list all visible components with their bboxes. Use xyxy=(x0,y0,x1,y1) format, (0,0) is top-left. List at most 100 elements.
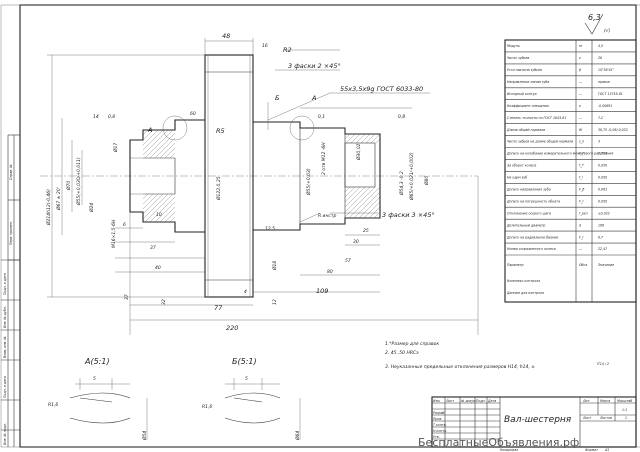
watermark-text: БесплатныеОбъявления.рф xyxy=(418,436,579,449)
side-label-6: Подп. и дата xyxy=(3,376,7,398)
gear-row-value: ГОСТ 13755-81 xyxy=(598,92,623,96)
gear-row-symbol: F_r xyxy=(579,199,584,203)
gear-row-value: 4,5 xyxy=(598,44,603,48)
dim-r5: R5 xyxy=(216,127,225,135)
stamp-lit: Лит. xyxy=(582,399,590,403)
gear-row-symbol: f_i'' xyxy=(579,164,584,168)
stamp-sheets-value: 1 xyxy=(625,416,627,420)
stamp-row-label: Т.контр. xyxy=(433,423,447,427)
stamp-row-label: Дата xyxy=(487,399,496,403)
stamp-format: Формат xyxy=(585,448,598,452)
gear-row-symbol: F_β xyxy=(579,188,584,192)
dim-18: Ø18 xyxy=(271,261,278,271)
dim-60: 60 xyxy=(190,111,196,117)
stamp-row-label: Лист xyxy=(445,399,454,403)
dim-80-len: 80 xyxy=(327,269,333,275)
note-2: 2. 45..50 HRCэ xyxy=(385,350,419,356)
gear-row-symbol: x xyxy=(578,104,581,108)
side-label-1: Справ. № xyxy=(9,164,13,180)
dim-10: 10 xyxy=(156,212,162,218)
gear-row-value: 0,063 xyxy=(598,188,607,192)
gear-row-value: 22,47 xyxy=(598,247,607,251)
dim-109: 109 xyxy=(316,287,328,295)
view-a-dia: Ø54 xyxy=(141,431,148,441)
dim-67: Ø67 ± 20' xyxy=(55,187,62,211)
gear-table-section: Комплекс контроля xyxy=(507,279,540,283)
gear-row-symbol: — xyxy=(579,80,583,84)
gear-row-label: Допуск на погрешность обката xyxy=(506,199,560,203)
side-label-3: Подп. и дата xyxy=(3,273,7,295)
gear-row-symbol: z_n xyxy=(578,140,584,144)
gear-row-symbol: β xyxy=(579,68,581,72)
gear-table-header: Параметр xyxy=(507,263,524,267)
gear-row-label: Коэффициент смещения xyxy=(507,104,549,108)
gear-row-value: 0,050 xyxy=(598,199,607,203)
dim-17: Ø17 xyxy=(112,143,119,153)
gear-row-label: Допуск на радиальное биение xyxy=(506,235,558,239)
dim-65: Ø65(+0,021/+0,002) xyxy=(408,152,415,201)
detail-view-a: A(5:1) 5 R1,6 Ø54 xyxy=(48,357,148,441)
dim-m16-thread: M16×1,5-6H xyxy=(111,219,117,248)
stamp-scale: Масштаб xyxy=(617,399,632,403)
stamp-copied: Копировал xyxy=(500,448,518,452)
gear-row-symbol: d xyxy=(579,223,582,227)
detail-view-b: Б(5:1) 5 R1,6 Ø64 xyxy=(202,357,301,441)
dim-122: Ø122,0,25 xyxy=(215,176,222,201)
stamp-sheets: Листов xyxy=(599,416,612,420)
stamp-row-label: Н.контр. xyxy=(433,429,447,433)
dim-24: Ø24 xyxy=(88,203,95,213)
view-a-title: A(5:1) xyxy=(84,357,110,366)
gear-row-label: Допуск на колебание измерительного межос… xyxy=(506,152,613,156)
dim-32: 32 xyxy=(161,299,167,305)
gear-row-label: Номер сопряженного колеса xyxy=(507,247,556,251)
gear-row-symbol: — xyxy=(579,116,583,120)
dim-12-5: 12,5 xyxy=(265,226,275,232)
gear-row-value: 8,7 xyxy=(598,235,603,239)
stamp-row-label: Утв. xyxy=(433,435,440,439)
dim-spline: 55x3,5x9g ГОСТ 6033-80 xyxy=(340,85,423,93)
dim-30-02: Ø30,02 xyxy=(355,143,362,161)
stamp-format-value: A3 xyxy=(604,448,609,452)
dim-70: Ø70 xyxy=(65,181,72,191)
gear-row-label: Число зубьев на длине общей нормали xyxy=(507,140,573,144)
dim-holes-m12: 2 отв М12 -6Н xyxy=(321,142,327,175)
section-a-top: A xyxy=(147,126,152,134)
gear-row-symbol: f_i xyxy=(579,176,583,180)
dim-14: 14 xyxy=(93,114,99,120)
dim-57: 57 xyxy=(345,258,351,264)
gear-row-value: -0,00691 xyxy=(598,104,612,108)
view-b-radius: R1,6 xyxy=(202,404,212,410)
gear-row-value: 15°56'41'' xyxy=(598,68,615,72)
dim-16: 16 xyxy=(262,43,268,49)
dim-4: 4 xyxy=(244,289,247,295)
side-label-2: Перв. примен. xyxy=(9,221,13,245)
dim-12: 12 xyxy=(272,299,278,305)
gear-row-label: Число зубьев xyxy=(507,56,529,60)
dim-55-right: Ø55(+0,03) xyxy=(305,168,312,196)
dim-r-instr: R инстр xyxy=(318,213,337,219)
view-b-dia: Ø64 xyxy=(294,431,301,441)
gear-row-label: На один зуб xyxy=(507,176,527,180)
gear-row-symbol: F_r xyxy=(579,235,584,239)
gear-table-sym-header: Обоз. xyxy=(579,263,588,267)
notes: 1.*Размер для справок 2. 45..50 HRCэ 3. … xyxy=(385,341,609,370)
gear-row-value: 0,050 xyxy=(598,164,607,168)
gear-row-value: 0,050 xyxy=(598,152,607,156)
dim-chamfer-top: 3 фаски 2 ×45° xyxy=(288,62,341,70)
dim-6: 6 xyxy=(123,222,126,228)
note-3: 3. Неуказанные предельные отклонения раз… xyxy=(385,364,535,370)
dim-08-left: 0,8 xyxy=(108,114,115,120)
side-label-7: Инв. № подл. xyxy=(3,423,7,445)
stamp-scale-value: 1:1 xyxy=(622,408,627,412)
dim-chamfer-bot: 3 фаски 3 ×45° xyxy=(382,211,435,219)
view-b-title: Б(5:1) xyxy=(232,357,257,366)
gear-table-val-header: Значение xyxy=(598,263,614,267)
gear-row-label: Делительный диаметр xyxy=(506,223,545,227)
dim-54-3: Ø54,3 -0,2 xyxy=(398,171,405,196)
view-a-radius: R1,6 xyxy=(48,402,58,408)
gear-row-label: Модуль xyxy=(507,44,520,48)
stamp-row-label: № докум. xyxy=(460,399,477,403)
gear-body xyxy=(204,54,254,298)
dim-220: 220 xyxy=(226,324,238,332)
